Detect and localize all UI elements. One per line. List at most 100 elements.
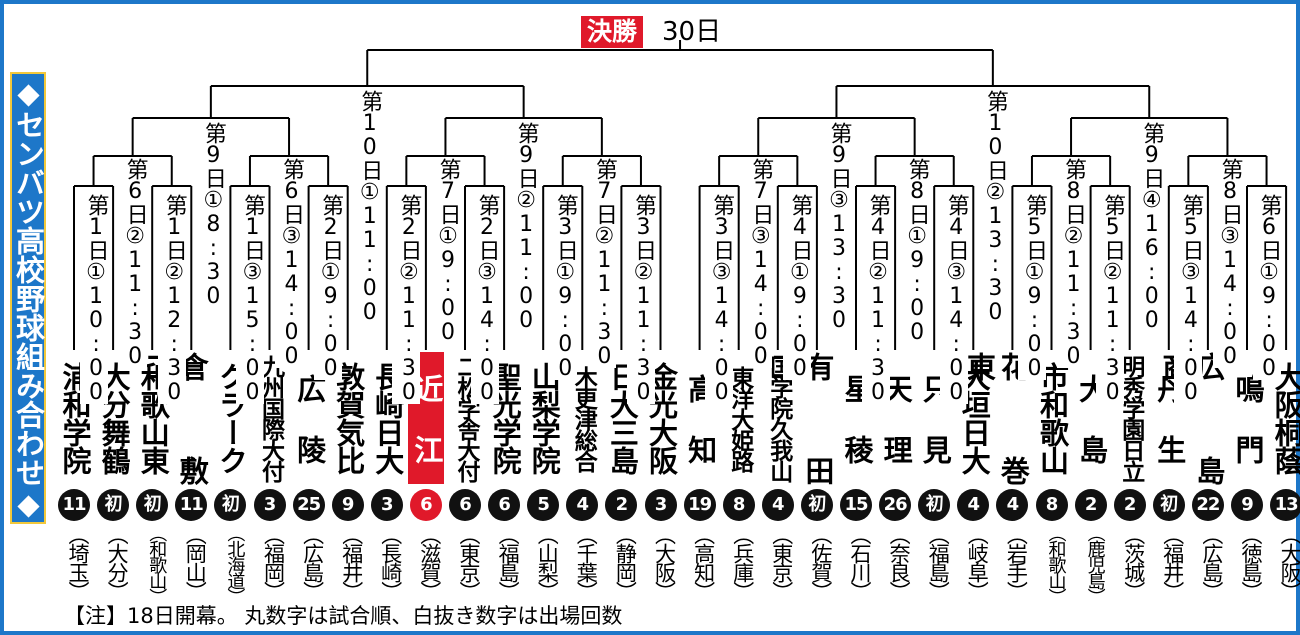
team-prefecture: （大阪） — [1278, 524, 1300, 600]
appearance-count-badge: 25 — [292, 489, 325, 521]
team-prefecture: （東京） — [769, 524, 794, 600]
appearance-count-badge: 8 — [1035, 489, 1068, 521]
match-schedule-label: 第6日①9:00 — [1252, 194, 1282, 380]
team-prefecture: （鹿児島） — [1084, 524, 1106, 604]
team-prefecture: （佐賀） — [808, 524, 833, 600]
appearance-count-badge: 5 — [527, 489, 560, 521]
final-date: 30日 — [662, 17, 722, 47]
appearance-count-badge: 3 — [253, 489, 286, 521]
match-schedule-label: 第5日①9:00 — [1017, 194, 1047, 380]
team-name: 広 陵 — [292, 373, 327, 463]
team-prefecture: （滋賀） — [417, 524, 442, 600]
team-prefecture: （大阪） — [652, 524, 677, 600]
team-prefecture: （北海道） — [224, 524, 246, 604]
appearance-count-badge: 4 — [957, 489, 990, 521]
match-schedule-label: 第9日④16:00 — [1135, 122, 1164, 332]
match-schedule-label: 第3日①9:00 — [548, 194, 578, 380]
bracket-lines — [73, 40, 1288, 350]
appearance-count-badge: 22 — [1191, 489, 1224, 521]
team-prefecture: （高知） — [691, 524, 716, 600]
team-prefecture: （千葉） — [574, 524, 599, 600]
match-schedule-label: 第10日②13:30 — [978, 90, 1008, 324]
side-title: ◆センバツ高校野球組み合わせ◆ — [10, 72, 46, 524]
team-prefecture: （和歌山） — [146, 524, 168, 604]
appearance-count-badge: 26 — [879, 489, 912, 521]
team-prefecture: （長崎） — [378, 524, 403, 600]
team-prefecture: （山梨） — [535, 524, 560, 600]
appearance-count-badge: 8 — [722, 489, 755, 521]
match-schedule-label: 第2日②11:30 — [392, 194, 421, 404]
team-name: 市和歌山 — [1035, 362, 1070, 474]
team-name: 山梨学院 — [527, 362, 562, 474]
match-schedule-label: 第7日①9:00 — [431, 158, 460, 344]
appearance-count-badge: 2 — [605, 489, 638, 521]
match-schedule-label: 第4日②11:30 — [861, 194, 891, 404]
appearance-count-badge: 9 — [1231, 489, 1263, 521]
final-badge: 決勝 — [581, 16, 644, 48]
match-schedule-label: 第10日①11:00 — [353, 90, 382, 324]
match-schedule-label: 第5日②11:30 — [1096, 194, 1125, 404]
appearance-count-badge: 4 — [566, 489, 599, 521]
appearance-count-badge: 4 — [761, 489, 794, 521]
team-prefecture: （兵庫） — [730, 524, 755, 600]
appearance-count-badge: 初 — [136, 489, 169, 521]
appearance-count-badge: 4 — [996, 489, 1029, 521]
team-prefecture: （徳島） — [1239, 524, 1263, 600]
match-schedule-label: 第1日③15:00 — [235, 194, 265, 404]
appearance-count-badge: 2 — [1113, 489, 1146, 521]
appearance-count-badge: 11 — [58, 489, 90, 521]
team-prefecture: （広島） — [300, 524, 325, 600]
appearance-count-badge: 6 — [409, 489, 442, 521]
appearance-count-badge: 初 — [97, 489, 130, 521]
appearance-count-badge: 13 — [1270, 489, 1300, 521]
team-prefecture: （岐阜） — [965, 524, 990, 600]
match-schedule-label: 第4日①9:00 — [783, 194, 812, 380]
team-prefecture: （石川） — [848, 524, 872, 600]
match-schedule-label: 第9日②11:00 — [509, 122, 539, 332]
team-prefecture: （岡山） — [183, 524, 208, 600]
appearance-count-badge: 19 — [683, 489, 716, 521]
team-prefecture: （福島） — [496, 524, 521, 600]
match-schedule-label: 第1日②12:30 — [157, 194, 187, 404]
appearance-count-badge: 初 — [214, 489, 247, 521]
appearance-count-badge: 9 — [331, 489, 364, 521]
team-name: 敦賀気比 — [331, 362, 366, 474]
team-prefecture: （岩手） — [1004, 524, 1029, 600]
team-prefecture: （大分） — [105, 524, 130, 600]
team-prefecture: （福井） — [339, 524, 364, 600]
team-prefecture: （東京） — [457, 524, 481, 600]
appearance-count-badge: 初 — [1152, 489, 1185, 521]
match-schedule-label: 第5日③14:00 — [1174, 194, 1203, 404]
team-prefecture: （福井） — [1160, 524, 1185, 600]
match-schedule-label: 第9日③13:30 — [822, 122, 851, 332]
team-prefecture: （広島） — [1199, 524, 1224, 600]
appearance-count-badge: 6 — [488, 489, 521, 521]
match-schedule-label: 第1日①10:00 — [79, 194, 109, 404]
appearance-count-badge: 15 — [840, 489, 872, 521]
footnote: 【注】18日開幕。 丸数字は試合順、白抜き数字は出場回数 — [64, 604, 623, 628]
match-schedule-label: 第3日②11:30 — [626, 194, 656, 404]
match-schedule-label: 第2日③14:00 — [470, 194, 500, 404]
team-prefecture: （奈良） — [887, 524, 912, 600]
appearance-count-badge: 初 — [800, 489, 833, 521]
match-schedule-label: 第8日②11:30 — [1057, 158, 1086, 368]
appearance-count-badge: 6 — [449, 489, 481, 521]
team-prefecture: （茨城） — [1121, 524, 1146, 600]
team-prefecture: （福島） — [926, 524, 951, 600]
match-schedule-label: 第3日③14:00 — [705, 194, 734, 404]
appearance-count-badge: 2 — [1074, 489, 1107, 521]
match-schedule-label: 第8日③14:00 — [1213, 158, 1242, 368]
team-prefecture: （静岡） — [613, 524, 638, 600]
appearance-count-badge: 3 — [370, 489, 403, 521]
match-schedule-label: 第6日②11:30 — [118, 158, 148, 368]
team-prefecture: （福岡） — [261, 524, 286, 600]
appearance-count-badge: 初 — [918, 489, 951, 521]
team-name: 大阪桐蔭 — [1270, 362, 1300, 474]
match-schedule-label: 第9日①8:30 — [196, 122, 226, 308]
team-name: 木更津総合 — [570, 365, 597, 471]
appearance-count-badge: 3 — [644, 489, 677, 521]
match-schedule-label: 第6日③14:00 — [275, 158, 304, 368]
team-name: 鳴 門 — [1231, 373, 1265, 463]
match-schedule-label: 第7日③14:00 — [744, 158, 773, 368]
